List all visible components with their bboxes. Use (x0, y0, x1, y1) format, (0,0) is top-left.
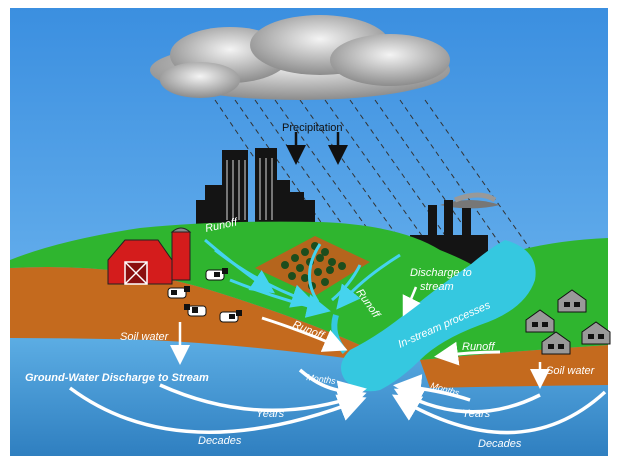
crop-field (255, 236, 370, 296)
label-soil-water: Soil water (120, 331, 170, 343)
soil-layer-left (10, 266, 360, 360)
city-windows (226, 158, 273, 220)
label-ground-water-discharge: Ground-Water Discharge to Stream (25, 372, 209, 384)
runoff-arrows (204, 238, 401, 318)
runoff-arrow (261, 316, 348, 352)
groundwater-flow-arrows (68, 368, 607, 435)
label-months: Months (306, 372, 337, 386)
label-decades: Decades (198, 435, 242, 447)
label-years: Years (462, 408, 491, 420)
barn-icon (107, 227, 192, 285)
cows-icon (167, 268, 242, 323)
label-soil-water: Soil water (546, 365, 596, 377)
label-years: Years (256, 408, 285, 420)
label-discharge: Discharge to (410, 267, 472, 279)
label-decades: Decades (478, 438, 522, 450)
label-runoff: Runoff (462, 341, 495, 353)
label-precipitation: Precipitation (282, 122, 343, 134)
houses-icon (525, 289, 611, 355)
stream (341, 240, 536, 392)
discharge-arrow (402, 286, 421, 317)
runoff-arrow (434, 341, 501, 366)
label-discharge: stream (420, 281, 454, 293)
soil-layer-right (420, 345, 608, 388)
cloud (150, 15, 450, 100)
